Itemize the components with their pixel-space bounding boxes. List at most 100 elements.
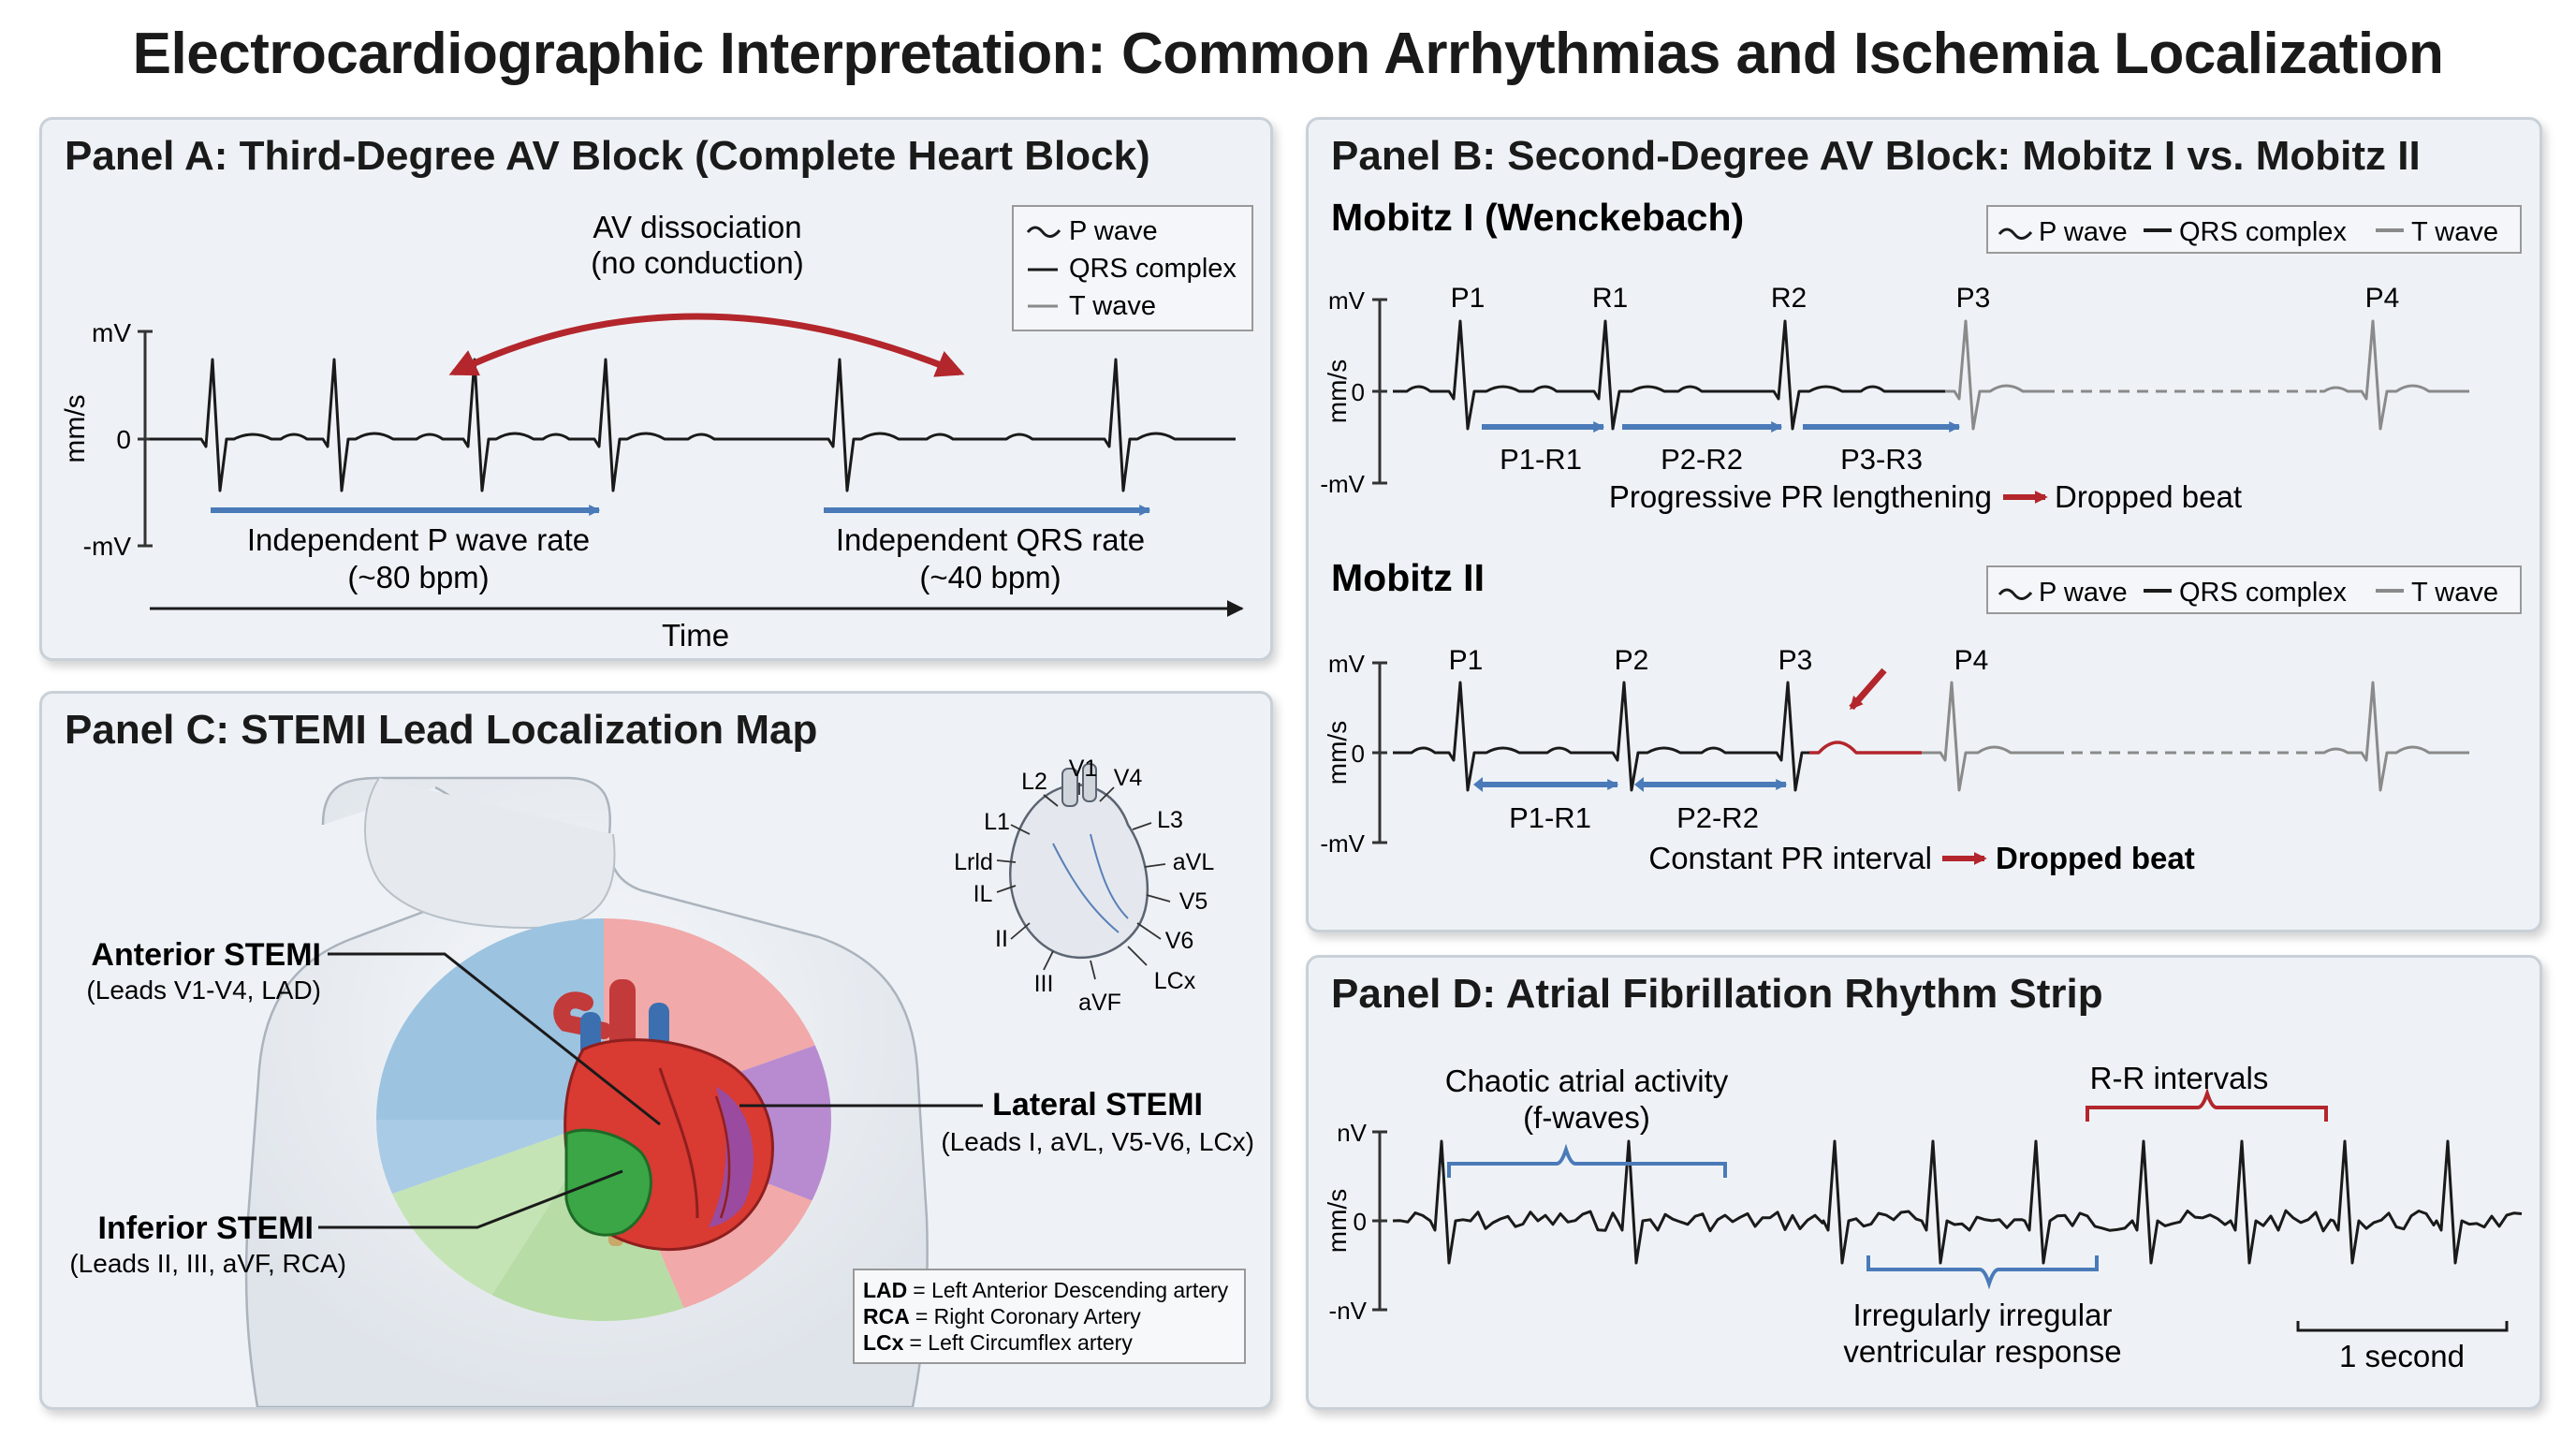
panel-a-zero-label: 0 [116,425,131,454]
lateral-stemi-name: Lateral STEMI [992,1087,1203,1123]
inferior-stemi-leads: (Leads II, III, aVF, RCA) [69,1249,346,1278]
panel-a-legend [1012,205,1253,331]
key-text-rca: = Right Coronary Artery [915,1304,1141,1328]
qrs-rate-text-1: Independent QRS rate [836,522,1145,557]
mobitz1-interval-1: P1-R1 [1500,443,1582,476]
panel-a-mm-s-label: mm/s [60,394,91,462]
mobitz2-legend-t: T wave [2411,578,2498,608]
panel-d-title: Panel D: Atrial Fibrillation Rhythm Stri… [1331,971,2103,1017]
mobitz2-zero-label: 0 [1352,740,1365,768]
mobitz1-legend [1986,205,2522,254]
mobitz1-caption-a: Progressive PR lengthening [1609,479,1992,514]
mobitz2-legend-p-icon [1998,588,2033,600]
mobitz2-caption-b: Dropped beat [1996,841,2195,875]
key-row-rca: RCA= Right Coronary Artery [863,1304,1141,1328]
key-row-lcx: LCx= Left Circumflex artery [863,1330,1133,1355]
mobitz2-blocked-p-trace [1809,741,1922,755]
mobitz2-ecg-trace [1393,681,1809,792]
lead-label-v4: V4 [1114,765,1143,791]
mobitz1-interval-2: P2-R2 [1661,443,1743,476]
panel-d-negnv-label: -nV [1329,1297,1368,1325]
mobitz2-label-p3: P3 [1778,645,1813,676]
key-text-lcx: = Left Circumflex artery [909,1330,1133,1355]
mobitz1-label-p4: P4 [2365,283,2400,314]
lead-label-avl: aVL [1173,849,1215,875]
panel-a-legend-qrs: QRS complex [1069,254,1237,284]
mobitz1-negmv-label: -mV [1320,470,1365,498]
anterior-stemi-name: Anterior STEMI [91,937,321,973]
key-abbr-lcx: LCx [863,1330,904,1355]
qrs-rate-text-2: (~40 bpm) [919,560,1061,594]
mobitz2-legend-qrs: QRS complex [2179,578,2347,608]
panel-a-title: Panel A: Third-Degree AV Block (Complete… [65,133,1150,179]
mobitz2-label-p4: P4 [1954,645,1989,676]
panel-a-legend-t: T wave [1069,291,1156,321]
mobitz2-blocked-p-arrow [1849,668,1887,711]
heart-illustration [553,979,774,1252]
panel-a-ecg-trace [150,358,1236,492]
mobitz1-legend-p-icon [1998,227,2033,240]
av-dissociation-text-1: AV dissociation [593,210,801,244]
mobitz1-label-r1: R1 [1592,283,1628,314]
panel-a-negmv-label: -mV [83,532,132,561]
panel-a-figure: mV 0 -mV mm/s AV dissociation (no conduc… [60,205,1253,653]
panel-d-mm-s-label: mm/s [1323,1189,1352,1253]
mobitz2-caption-a: Constant PR interval [1648,841,1932,875]
mobitz2-interval-1: P1-R1 [1509,801,1591,834]
time-axis-label: Time [662,618,729,653]
panel-a-mv-label: mV [92,318,131,347]
mobitz1-legend-p: P wave [2039,217,2128,247]
mobitz2-arrow-1-tail [1473,777,1483,792]
mobitz1-legend-t: T wave [2411,217,2498,247]
lead-label-il: IL [973,881,993,907]
chaotic-text-1: Chaotic atrial activity [1445,1064,1729,1098]
mobitz2-arrow-2-tail [1634,777,1644,792]
scale-bar-label: 1 second [2339,1339,2465,1373]
panel-a: Panel A: Third-Degree AV Block (Complete… [39,117,1273,661]
panel-a-legend-p: P wave [1069,216,1158,246]
lead-label-v5: V5 [1179,888,1208,915]
mobitz2-label-p2: P2 [1615,645,1649,676]
mobitz1-mm-s-label: mm/s [1323,360,1352,423]
lead-label-v6: V6 [1165,928,1194,954]
mobitz1-zero-label: 0 [1352,378,1365,406]
lateral-stemi-leads: (Leads I, aVL, V5-V6, LCx) [941,1127,1254,1156]
mobitz1-mv-label: mV [1328,286,1366,315]
panel-b-title: Panel B: Second-Degree AV Block: Mobitz … [1331,133,2421,179]
anterior-callout-line [328,952,661,1126]
irregular-response-brace [1866,1255,2099,1290]
mobitz1-title: Mobitz I (Wenckebach) [1331,196,1744,239]
abbreviation-key [853,1269,1246,1364]
panel-c-title: Panel C: STEMI Lead Localization Map [65,707,818,753]
mobitz2-legend-p: P wave [2039,578,2128,608]
afib-ecg-trace [1392,1139,2523,1265]
lead-label-avf: aVF [1078,990,1121,1016]
panel-b-figure: Mobitz I (Wenckebach) P wave QRS complex… [1320,196,2522,875]
mobitz1-label-p3: P3 [1956,283,1991,314]
panel-c-figure: Anterior STEMI (Leads V1-V4, LAD) Inferi… [69,756,1254,1407]
inferior-callout-line [318,1169,623,1229]
panel-d-zero-label: 0 [1354,1208,1367,1236]
mobitz2-mm-s-label: mm/s [1323,721,1352,785]
lead-label-iii: III [1034,971,1054,997]
scale-bar [2296,1321,2509,1332]
panel-d: Panel D: Atrial Fibrillation Rhythm Stri… [1306,955,2542,1410]
lead-label-v1: V1 [1069,756,1098,782]
mobitz2-dropped-trace [1922,681,2469,792]
av-dissociation-arrow [448,313,965,377]
mobitz2-title: Mobitz II [1331,556,1485,599]
key-abbr-lad: LAD [863,1278,907,1302]
chaotic-atrial-brace [1447,1143,1727,1178]
lead-label-l2: L2 [1021,769,1047,795]
anterior-stemi-leads: (Leads V1-V4, LAD) [86,976,321,1005]
lead-label-lcx: LCx [1154,968,1196,994]
lead-label-l3: L3 [1157,807,1183,833]
mobitz2-interval-2: P2-R2 [1676,801,1759,834]
mobitz1-label-p1: P1 [1451,283,1486,314]
lead-label-l1: L1 [984,809,1010,835]
mobitz1-caption-b: Dropped beat [2055,479,2242,514]
p-rate-text-1: Independent P wave rate [247,522,590,557]
mobitz1-legend-qrs: QRS complex [2179,217,2347,247]
mobitz1-ecg-trace [1393,319,1945,431]
panel-b: Panel B: Second-Degree AV Block: Mobitz … [1306,117,2542,932]
